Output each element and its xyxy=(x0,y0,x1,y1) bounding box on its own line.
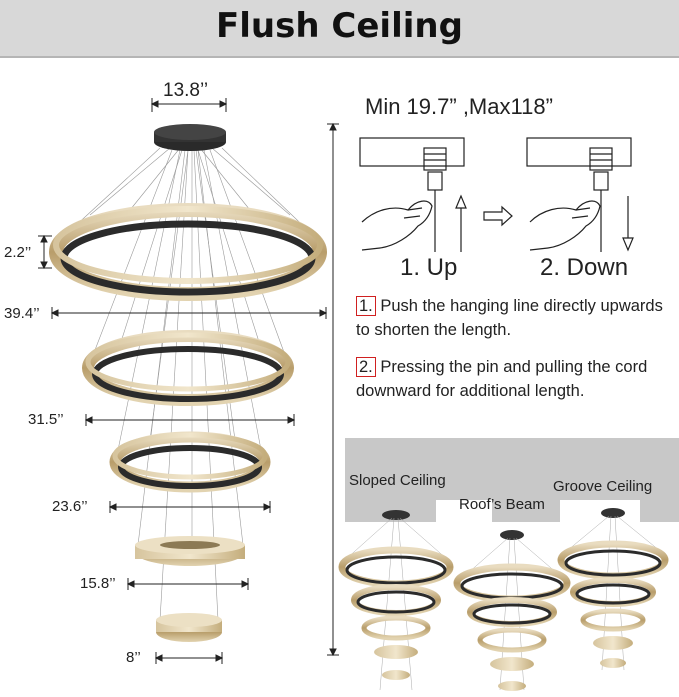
groove-ceiling-label: Groove Ceiling xyxy=(553,478,653,495)
ceiling-types-scene xyxy=(338,438,679,691)
instruction-2-text: Pressing the pin and pulling the cord do… xyxy=(356,358,648,400)
ring-3 xyxy=(109,431,271,493)
ring-4 xyxy=(135,536,245,566)
page-title: Flush Ceiling xyxy=(216,6,463,46)
step-up-label: 1. Up xyxy=(400,254,458,281)
ring-height-label: 2.2’’ xyxy=(4,244,32,261)
roof-beam-label: Roof’s Beam xyxy=(459,496,545,513)
ring2-width-label: 31.5’’ xyxy=(28,411,64,428)
ring-5 xyxy=(156,613,222,642)
instruction-2: 2. Pressing the pin and pulling the cord… xyxy=(356,355,676,403)
arrow-right-icon xyxy=(483,205,513,227)
ring5-width-label: 8’’ xyxy=(126,649,141,666)
adjust-diagram-up xyxy=(359,137,467,252)
ring4-width-label: 15.8’’ xyxy=(80,575,116,592)
step-down-label: 2. Down xyxy=(540,254,629,281)
ring-1 xyxy=(49,203,327,301)
instruction-1-text: Push the hanging line directly upwards t… xyxy=(356,297,663,339)
sloped-ceiling-label: Sloped Ceiling xyxy=(349,472,446,489)
ring1-width-label: 39.4’’ xyxy=(4,305,40,322)
ring3-width-label: 23.6’’ xyxy=(52,498,88,515)
canopy-width-label: 13.8’’ xyxy=(163,80,209,101)
length-range-label: Min 19.7” ,Max118” xyxy=(365,94,553,119)
instruction-1: 1. Push the hanging line directly upward… xyxy=(356,294,676,342)
header-bar: Flush Ceiling xyxy=(0,0,679,58)
dimension-lines xyxy=(38,98,339,664)
mini-chandelier-groove xyxy=(557,508,669,671)
mini-chandelier-sloped xyxy=(338,510,454,691)
mini-chandelier-beam xyxy=(453,530,571,691)
instruction-2-number: 2. xyxy=(356,357,376,377)
canopy xyxy=(154,124,226,151)
adjust-diagram-down xyxy=(526,137,634,252)
ring-2 xyxy=(82,330,294,406)
instruction-1-number: 1. xyxy=(356,296,376,316)
